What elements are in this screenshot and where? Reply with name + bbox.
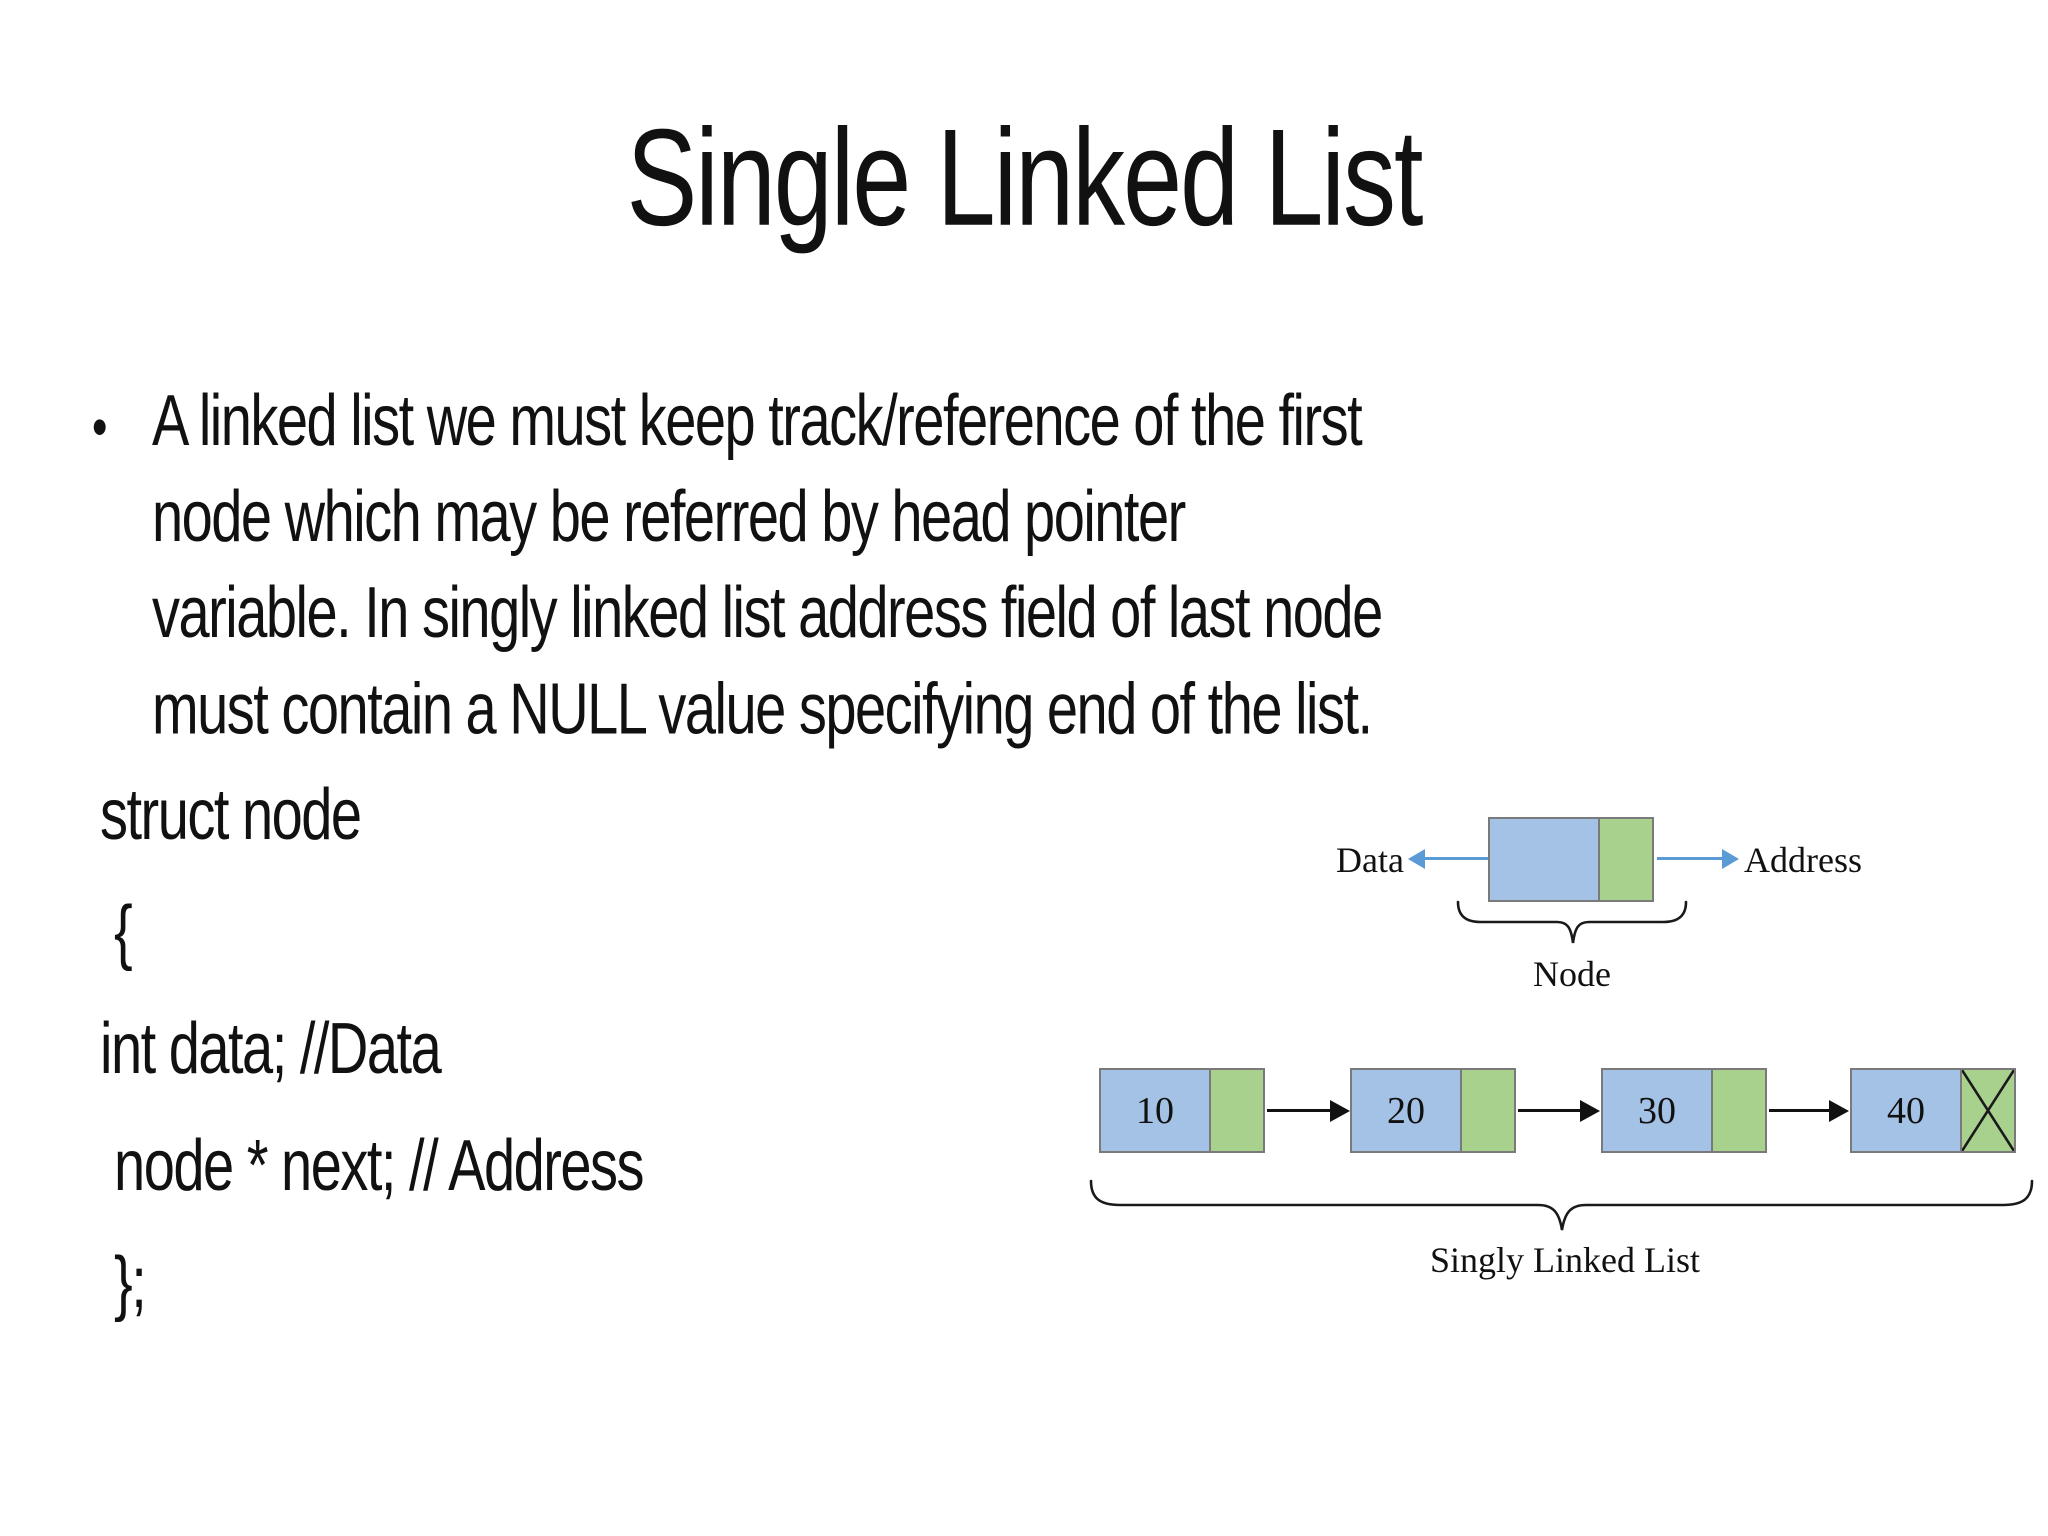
data-arrow-shaft <box>1425 857 1488 860</box>
link-arrow-right-icon <box>1580 1100 1600 1122</box>
list-node-last: 40 <box>1850 1068 2016 1153</box>
pointer-field <box>1460 1070 1514 1151</box>
page-title: Single Linked List <box>626 101 1424 255</box>
list-node: 10 <box>1099 1068 1265 1153</box>
link-arrow-right-icon <box>1330 1100 1350 1122</box>
pointer-field-null <box>1960 1069 2016 1152</box>
data-arrow-left-icon <box>1408 849 1425 869</box>
list-node: 20 <box>1350 1068 1516 1153</box>
bullet-marker: • <box>92 395 108 460</box>
address-arrow-right-icon <box>1722 849 1739 869</box>
bullet-text: A linked list we must keep track/referen… <box>152 378 1383 750</box>
list-node-value: 40 <box>1887 1089 1925 1132</box>
null-x-icon <box>1960 1069 2016 1152</box>
pointer-field <box>1209 1070 1263 1151</box>
list-node-value: 10 <box>1136 1089 1174 1132</box>
list-node-value: 30 <box>1638 1089 1676 1132</box>
address-arrow-shaft <box>1657 857 1722 860</box>
address-label: Address <box>1744 840 1862 880</box>
code-block: struct node { int data; //Data node * ne… <box>100 772 645 1323</box>
link-arrow-shaft <box>1769 1109 1829 1112</box>
list-caption: Singly Linked List <box>1430 1240 1700 1280</box>
list-brace <box>1089 1179 2034 1231</box>
data-label: Data <box>1336 840 1404 880</box>
link-arrow-shaft <box>1518 1109 1580 1112</box>
list-node-value: 20 <box>1387 1089 1425 1132</box>
node-brace <box>1456 900 1688 944</box>
node-label: Node <box>1533 954 1611 994</box>
link-arrow-right-icon <box>1829 1100 1849 1122</box>
link-arrow-shaft <box>1267 1109 1330 1112</box>
pointer-field <box>1711 1070 1765 1151</box>
list-node: 30 <box>1601 1068 1767 1153</box>
pointer-field <box>1598 819 1652 900</box>
node-box <box>1488 817 1654 902</box>
